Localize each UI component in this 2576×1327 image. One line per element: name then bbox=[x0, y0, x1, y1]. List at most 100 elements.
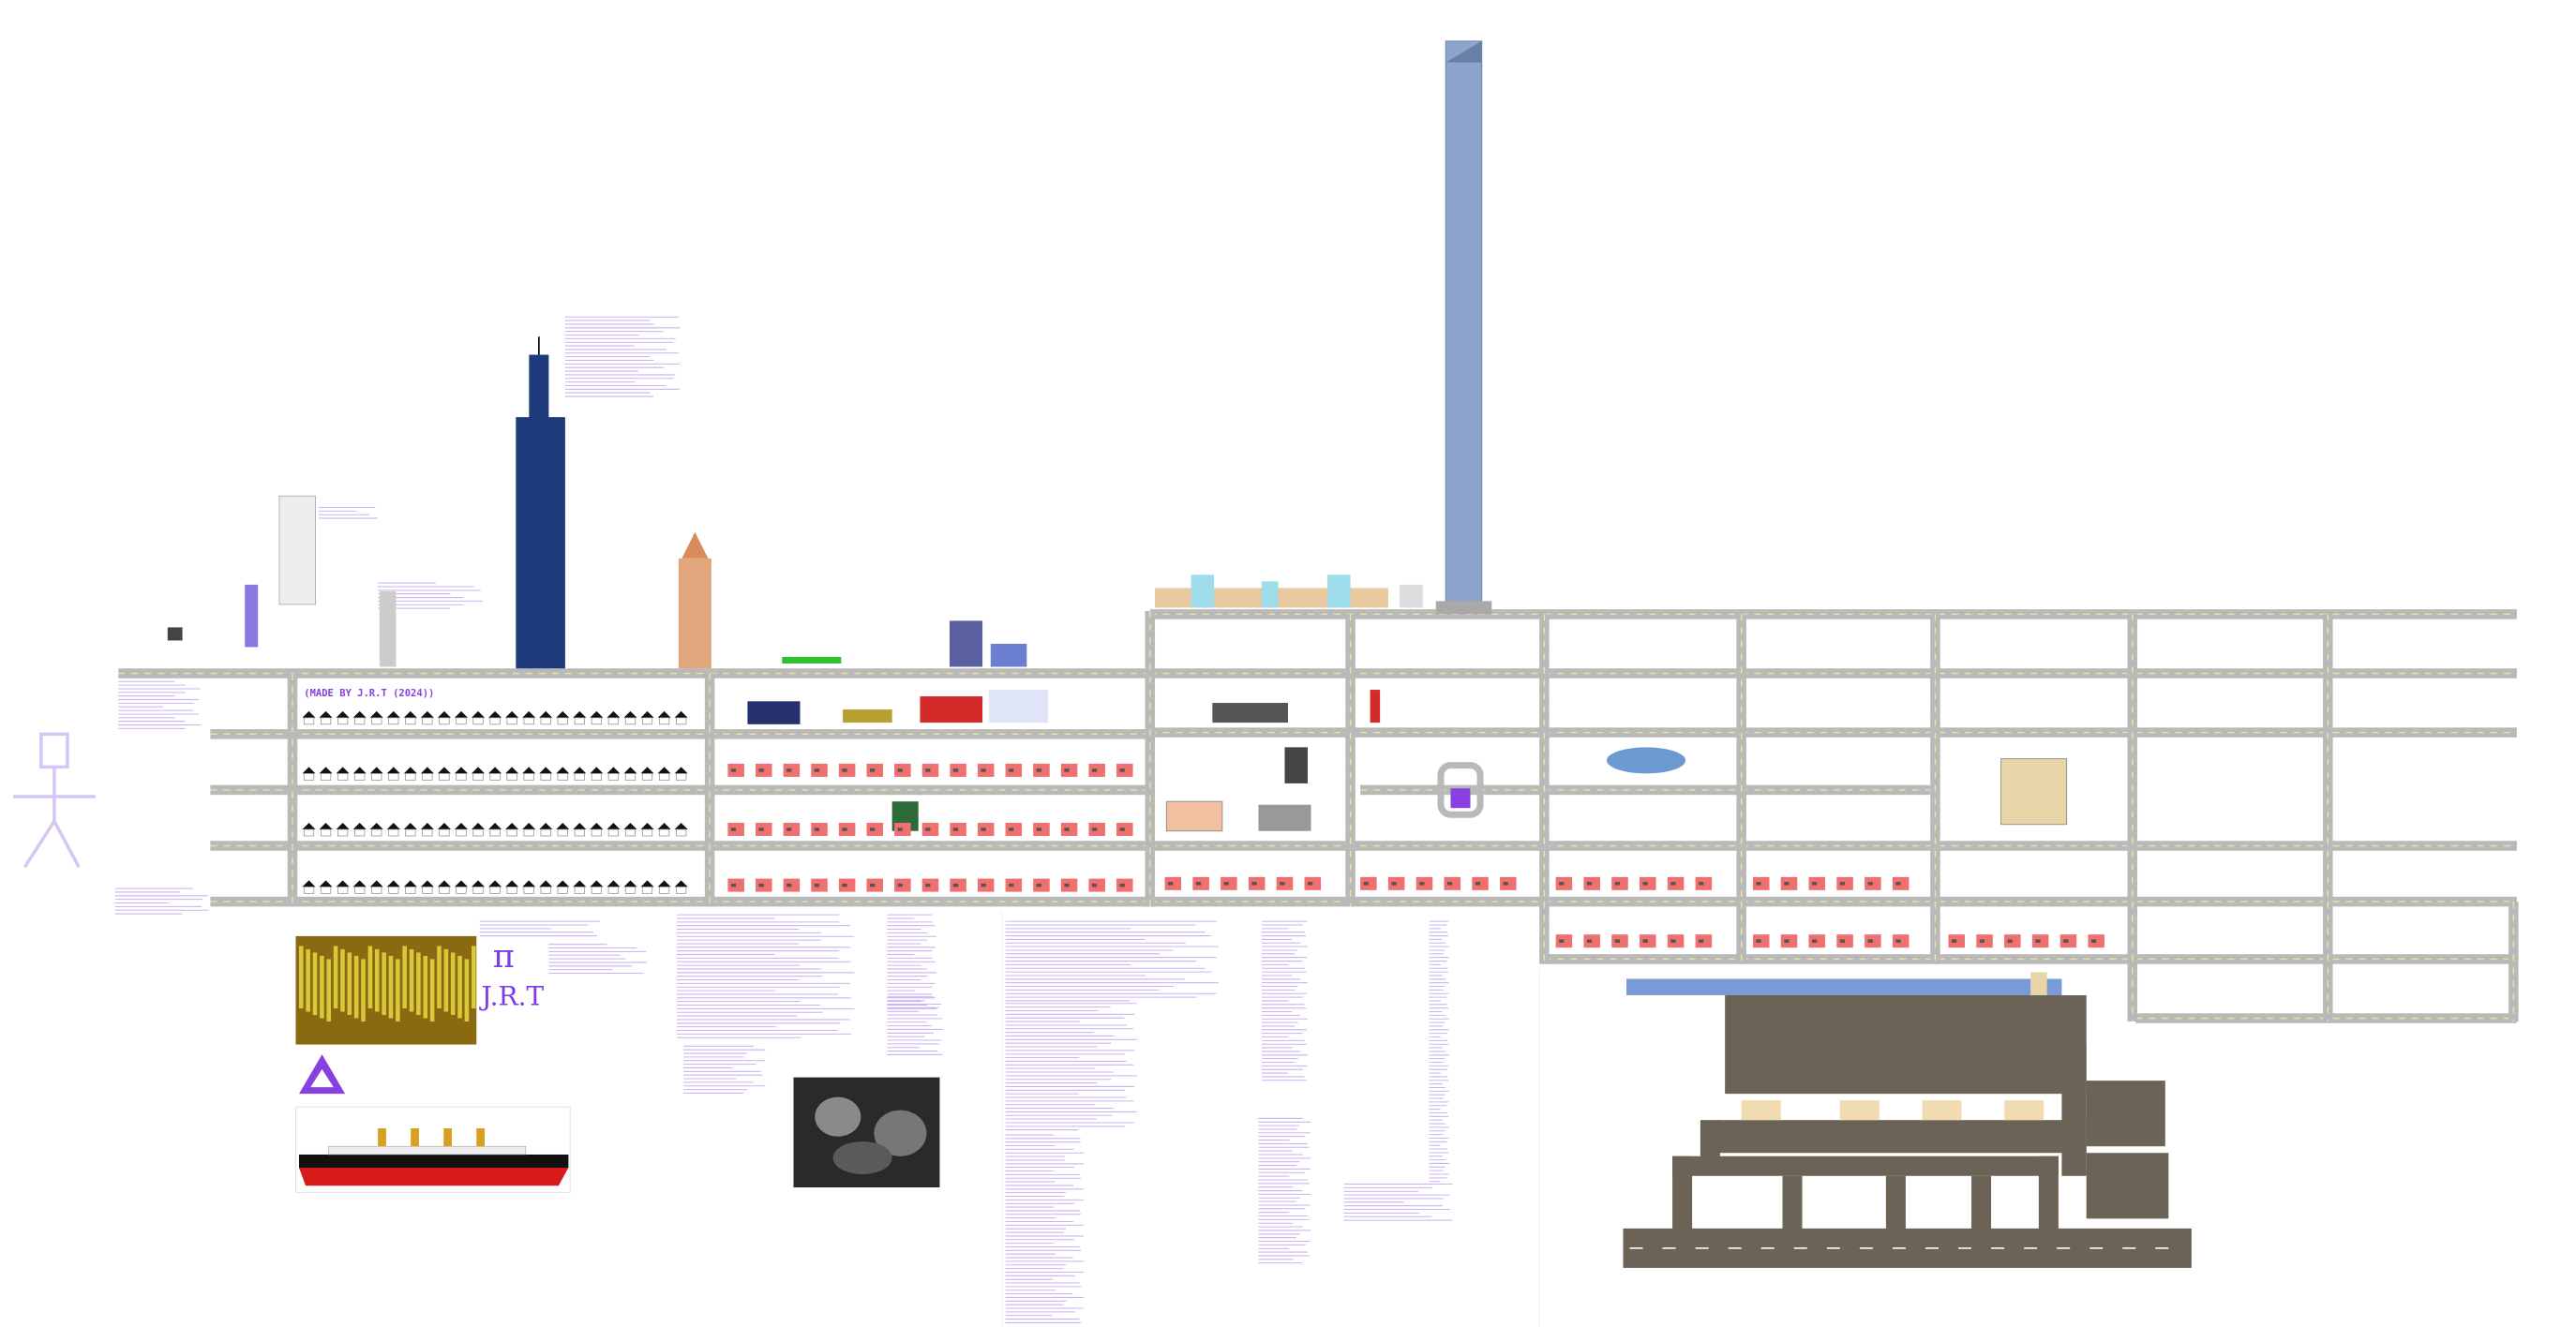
orange-tower bbox=[678, 531, 711, 669]
organ-pipe bbox=[409, 948, 414, 1012]
house-window bbox=[1867, 939, 1873, 943]
house-window bbox=[1036, 828, 1041, 831]
house-body bbox=[506, 828, 517, 837]
house-black-roof bbox=[623, 767, 637, 774]
house-black-roof bbox=[472, 767, 486, 774]
house-window bbox=[814, 828, 820, 831]
house-black-roof bbox=[556, 822, 570, 829]
house-black-roof bbox=[573, 880, 587, 887]
house-body bbox=[303, 717, 315, 725]
house-window bbox=[1475, 882, 1481, 886]
house-black-roof bbox=[607, 767, 621, 774]
organ-pipe bbox=[443, 948, 449, 1012]
house-red bbox=[1583, 934, 1600, 948]
house-black-roof bbox=[607, 880, 621, 887]
road-horizontal bbox=[210, 841, 1150, 851]
house-black-roof bbox=[657, 767, 671, 774]
house-black-roof bbox=[522, 767, 536, 774]
house-body bbox=[641, 717, 653, 725]
house-black-roof bbox=[352, 767, 367, 774]
house-window bbox=[1614, 939, 1620, 943]
house-window bbox=[1091, 828, 1098, 831]
signature-initials: J.R.T bbox=[479, 981, 545, 1012]
house-body bbox=[540, 717, 551, 725]
house-red bbox=[1667, 934, 1685, 948]
house-black-roof bbox=[674, 767, 688, 774]
house-window bbox=[1064, 828, 1070, 831]
house-red bbox=[1276, 876, 1294, 890]
house-body bbox=[456, 828, 467, 837]
house-black-roof bbox=[403, 767, 417, 774]
house-body bbox=[624, 886, 637, 894]
house-window bbox=[1670, 882, 1676, 886]
house-black-roof bbox=[403, 710, 417, 718]
house-black-roof bbox=[336, 822, 350, 829]
organ-pipe bbox=[367, 946, 373, 1009]
house-black-roof bbox=[420, 710, 434, 718]
house-body bbox=[557, 717, 568, 725]
house-window bbox=[1009, 828, 1014, 831]
house-black-roof bbox=[420, 880, 434, 887]
house-black-roof bbox=[437, 767, 451, 774]
annotation-text-block bbox=[1258, 1117, 1311, 1264]
house-body bbox=[489, 773, 501, 781]
house-window bbox=[1308, 882, 1313, 886]
house-window bbox=[1614, 882, 1620, 886]
house-window bbox=[2063, 939, 2069, 943]
house-window bbox=[1091, 883, 1098, 887]
house-window bbox=[981, 768, 986, 772]
skull-artwork-image bbox=[793, 1077, 940, 1188]
house-window bbox=[1391, 882, 1397, 886]
house-window bbox=[1756, 882, 1761, 886]
house-window bbox=[730, 828, 737, 831]
house-black-roof bbox=[437, 822, 451, 829]
house-red bbox=[1088, 822, 1105, 837]
road-vertical bbox=[704, 673, 715, 907]
house-black-roof bbox=[522, 710, 536, 718]
house-red bbox=[1088, 878, 1105, 892]
house-body bbox=[523, 828, 534, 837]
house-body bbox=[456, 717, 467, 725]
house-black-roof bbox=[505, 710, 519, 718]
house-black-roof bbox=[556, 710, 570, 718]
house-black-roof bbox=[488, 710, 502, 718]
house-body bbox=[607, 828, 620, 837]
house-window bbox=[730, 883, 737, 887]
annotation-text-block bbox=[1005, 920, 1220, 1002]
house-window bbox=[1064, 883, 1070, 887]
house-window bbox=[1699, 882, 1704, 886]
house-window bbox=[869, 883, 876, 887]
house-window bbox=[897, 828, 903, 831]
house-black-roof bbox=[657, 822, 671, 829]
house-body bbox=[405, 828, 416, 837]
house-window bbox=[1036, 768, 1041, 772]
house-body bbox=[320, 717, 332, 725]
house-window bbox=[1119, 768, 1125, 772]
house-window bbox=[1895, 939, 1901, 943]
house-body bbox=[456, 773, 467, 781]
house-window bbox=[758, 883, 764, 887]
house-body bbox=[658, 886, 670, 894]
house-body bbox=[658, 828, 670, 837]
house-body bbox=[354, 828, 366, 837]
house-body bbox=[371, 717, 382, 725]
house-window bbox=[1979, 939, 1985, 943]
house-black-roof bbox=[539, 822, 553, 829]
stick-figure bbox=[13, 732, 96, 869]
house-black-roof bbox=[472, 822, 486, 829]
house-black-roof bbox=[369, 822, 383, 829]
house-black-roof bbox=[403, 822, 417, 829]
house-black-roof bbox=[352, 710, 367, 718]
house-body bbox=[303, 886, 315, 894]
road-horizontal bbox=[210, 784, 1150, 796]
road-grid bbox=[118, 609, 2519, 1023]
house-body bbox=[405, 717, 416, 725]
house-window bbox=[2090, 939, 2097, 943]
organ-pipe bbox=[299, 946, 304, 1009]
house-black-roof bbox=[302, 710, 316, 718]
house-body bbox=[591, 773, 602, 781]
house-black-roof bbox=[522, 880, 536, 887]
house-body bbox=[337, 828, 349, 837]
house-black-roof bbox=[640, 822, 654, 829]
